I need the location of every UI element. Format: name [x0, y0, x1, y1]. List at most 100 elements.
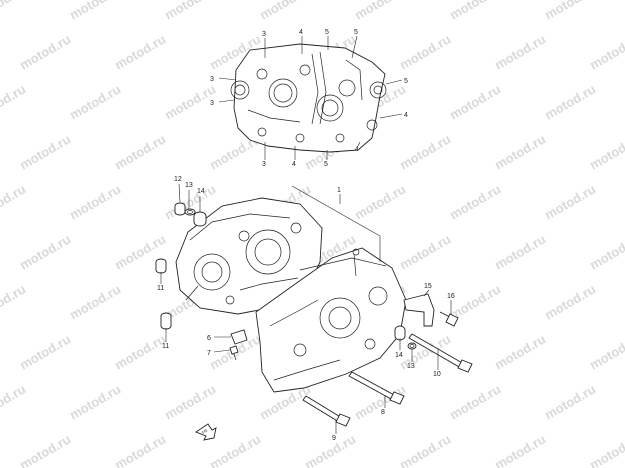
dowel-pin-11-upper [155, 258, 167, 274]
callout-c14a: 14 [197, 188, 205, 195]
watermark-text: motod.ru [17, 31, 73, 72]
watermark-text: motod.ru [587, 31, 625, 72]
watermark-text: motod.ru [17, 131, 73, 172]
watermark-text: motod.ru [67, 81, 123, 122]
dowel-pin-12 [174, 202, 186, 216]
bracket-15 [403, 293, 435, 327]
watermark-text: motod.ru [492, 231, 548, 272]
callout-c8: 8 [381, 409, 385, 416]
watermark-text: motod.ru [0, 0, 28, 23]
watermark-text: motod.ru [397, 431, 453, 468]
bolt-16 [439, 311, 459, 327]
callout-c4c: 4 [292, 161, 296, 168]
watermark-text: motod.ru [542, 281, 598, 322]
callout-c16: 16 [447, 293, 455, 300]
watermark-text: motod.ru [492, 31, 548, 72]
plate-6 [230, 329, 248, 345]
callout-c4d: 4 [355, 146, 359, 153]
watermark-text: motod.ru [492, 131, 548, 172]
watermark-text: motod.ru [112, 131, 168, 172]
callout-c10: 10 [433, 371, 441, 378]
watermark-text: motod.ru [67, 0, 123, 23]
watermark-text: motod.ru [112, 331, 168, 372]
callout-c3d: 3 [262, 161, 266, 168]
part-1-bracket [291, 185, 381, 262]
watermark-text: motod.ru [207, 431, 263, 468]
watermark-text: motod.ru [447, 381, 503, 422]
watermark-text: motod.ru [352, 0, 408, 23]
callout-c12: 12 [174, 176, 182, 183]
watermark-text: motod.ru [397, 31, 453, 72]
crankcase-gasket [230, 43, 387, 153]
o-ring-13 [184, 208, 196, 216]
watermark-text: motod.ru [397, 231, 453, 272]
watermark-text: motod.ru [257, 0, 313, 23]
watermark-text: motod.ru [17, 331, 73, 372]
crankcase-right-half [255, 247, 407, 393]
callout-c9: 9 [332, 435, 336, 442]
watermark-text: motod.ru [542, 181, 598, 222]
callout-c1: 1 [337, 187, 341, 194]
watermark-text: motod.ru [67, 181, 123, 222]
watermark-text: motod.ru [447, 0, 503, 23]
watermark-text: motod.ru [162, 381, 218, 422]
callout-c5b: 5 [354, 29, 358, 36]
bolt-10 [408, 333, 473, 373]
callout-c5a: 5 [325, 29, 329, 36]
bolt-9 [302, 395, 351, 427]
bolt-8 [348, 371, 405, 405]
watermark-text: motod.ru [587, 331, 625, 372]
callout-c3c: 3 [210, 100, 214, 107]
crankcase-left-half [175, 197, 323, 315]
screw-7 [229, 345, 239, 361]
watermark-text: motod.ru [352, 181, 408, 222]
bushing-14-right [394, 325, 406, 341]
watermark-text: motod.ru [447, 81, 503, 122]
watermark-text: motod.ru [162, 0, 218, 23]
dowel-pin-11-lower [160, 312, 172, 330]
callout-c6: 6 [207, 335, 211, 342]
watermark-text: motod.ru [0, 81, 28, 122]
watermark-text: motod.ru [17, 231, 73, 272]
svg-text:FR: FR [201, 428, 208, 435]
front-arrow-icon: FR [195, 423, 217, 441]
callout-c5c: 5 [404, 78, 408, 85]
callout-c3a: 3 [262, 31, 266, 38]
watermark-text: motod.ru [587, 131, 625, 172]
bushing-14 [193, 211, 207, 227]
watermark-text: motod.ru [0, 181, 28, 222]
watermark-text: motod.ru [542, 381, 598, 422]
watermark-text: motod.ru [447, 181, 503, 222]
callout-c3b: 3 [210, 76, 214, 83]
callout-c11b: 11 [162, 343, 169, 350]
watermark-text: motod.ru [542, 81, 598, 122]
watermark-text: motod.ru [112, 431, 168, 468]
watermark-text: motod.ru [542, 0, 598, 23]
watermark-text: motod.ru [112, 31, 168, 72]
watermark-text: motod.ru [587, 431, 625, 468]
watermark-text: motod.ru [67, 281, 123, 322]
watermark-text: motod.ru [492, 331, 548, 372]
leader-lines [160, 35, 452, 434]
watermark-text: motod.ru [67, 381, 123, 422]
o-ring-13-right [407, 342, 417, 350]
watermark-text: motod.ru [0, 381, 28, 422]
callout-c7: 7 [207, 350, 211, 357]
watermark-text: motod.ru [397, 131, 453, 172]
watermark-text: motod.ru [397, 331, 453, 372]
watermark-text: motod.ru [17, 431, 73, 468]
callout-c5d: 5 [324, 161, 328, 168]
callout-c4a: 4 [299, 29, 303, 36]
callout-c13b: 13 [407, 363, 415, 370]
callout-c11a: 11 [157, 285, 164, 292]
watermark-text: motod.ru [302, 431, 358, 468]
callout-c13a: 13 [185, 182, 193, 189]
watermark-text: motod.ru [587, 231, 625, 272]
callout-c4b: 4 [404, 112, 408, 119]
watermark-text: motod.ru [0, 281, 28, 322]
callout-c14b: 14 [395, 352, 403, 359]
watermark-text: motod.ru [492, 431, 548, 468]
